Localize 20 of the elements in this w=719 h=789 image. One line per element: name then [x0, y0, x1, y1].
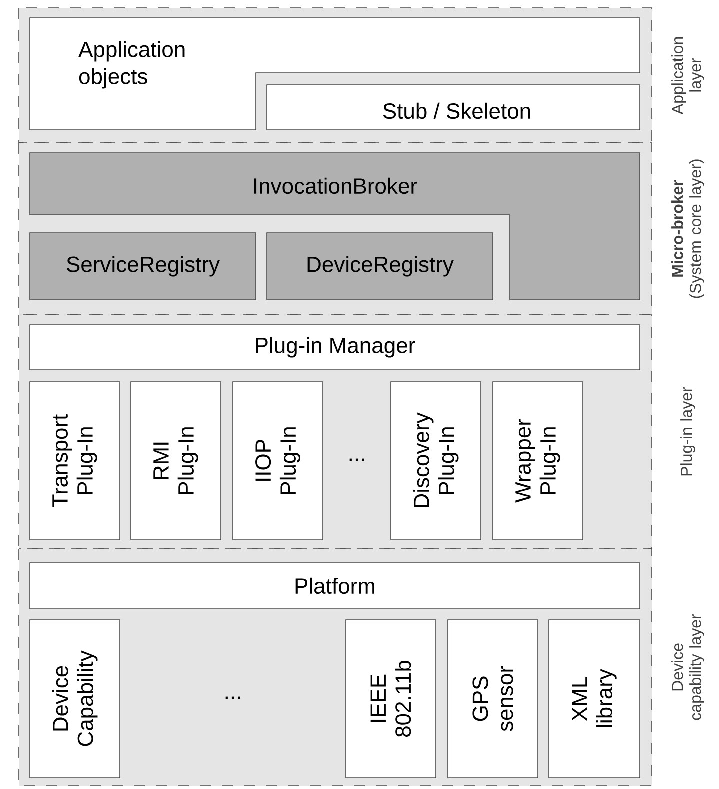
component-box: ServiceRegistry: [30, 232, 256, 300]
component-box: IIOP Plug-In: [232, 382, 324, 540]
ellipsis: ...: [350, 458, 364, 462]
component-box: DeviceRegistry: [266, 232, 494, 300]
component-box: XML library: [548, 620, 640, 778]
component-box: Discovery Plug-In: [390, 382, 482, 540]
node-label: Application layer: [672, 37, 704, 115]
node-label: Device capability layer: [672, 614, 704, 720]
node-label: Plug-in layer: [680, 387, 696, 476]
component-box: Transport Plug-In: [30, 382, 120, 540]
component-box: IEEE 802.11b: [346, 620, 436, 778]
component-box: Device Capability: [30, 620, 120, 778]
component-box: Platform: [30, 562, 640, 610]
component-box: Wrapper Plug-In: [492, 382, 584, 540]
component-box: Stub / Skeleton: [266, 84, 640, 130]
node-label: Micro-broker (System core layer): [672, 160, 704, 298]
component-box: RMI Plug-In: [130, 382, 222, 540]
component-box: GPS sensor: [448, 620, 538, 778]
component-box: Plug-in Manager: [30, 324, 640, 370]
ellipsis: ...: [226, 696, 240, 700]
